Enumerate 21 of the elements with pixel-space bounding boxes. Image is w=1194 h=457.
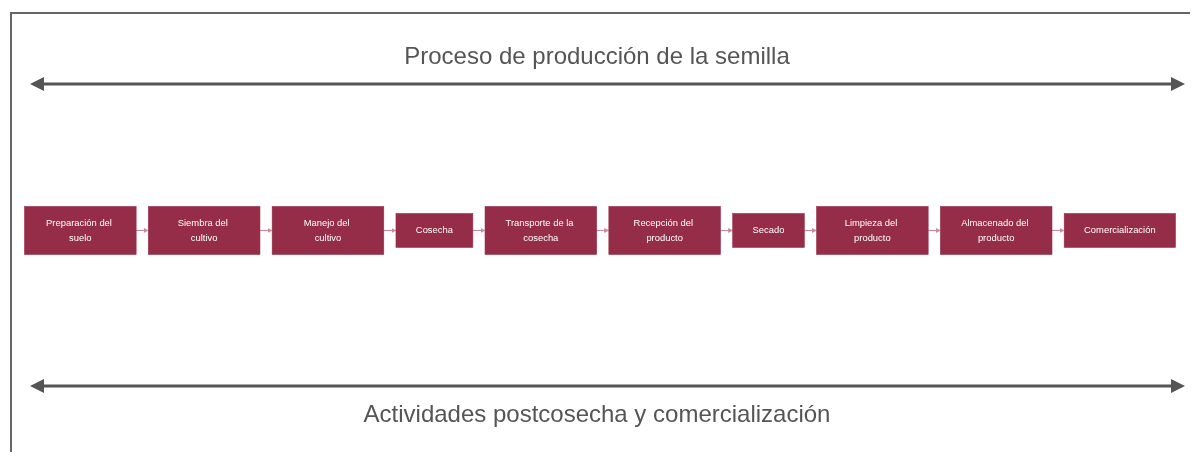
node-box: Limpieza del producto — [816, 205, 929, 255]
arrow — [596, 227, 610, 233]
node-box: Preparación del suelo — [24, 205, 137, 255]
node-box: Siembra del cultivo — [148, 205, 261, 255]
node-box: Almacenado del producto — [940, 205, 1053, 255]
arrow — [259, 227, 273, 233]
arrow — [1051, 227, 1065, 233]
node-box: Cosecha — [395, 212, 474, 248]
node-box: Comercialización — [1063, 212, 1176, 248]
arrow — [472, 227, 486, 233]
arrow — [135, 227, 149, 233]
arrow — [383, 227, 397, 233]
range-label: Actividades postcosecha y comercialización — [363, 400, 831, 427]
arrow — [927, 227, 941, 233]
node-box: Transporte de la cosecha — [484, 205, 597, 255]
arrow — [803, 227, 817, 233]
node-box: Manejo del cultivo — [271, 205, 385, 255]
node-box: Secado — [732, 212, 805, 248]
range-label: Proceso de producción de la semilla — [404, 42, 790, 69]
arrow — [719, 227, 733, 233]
node-box: Recepción del producto — [608, 205, 721, 255]
